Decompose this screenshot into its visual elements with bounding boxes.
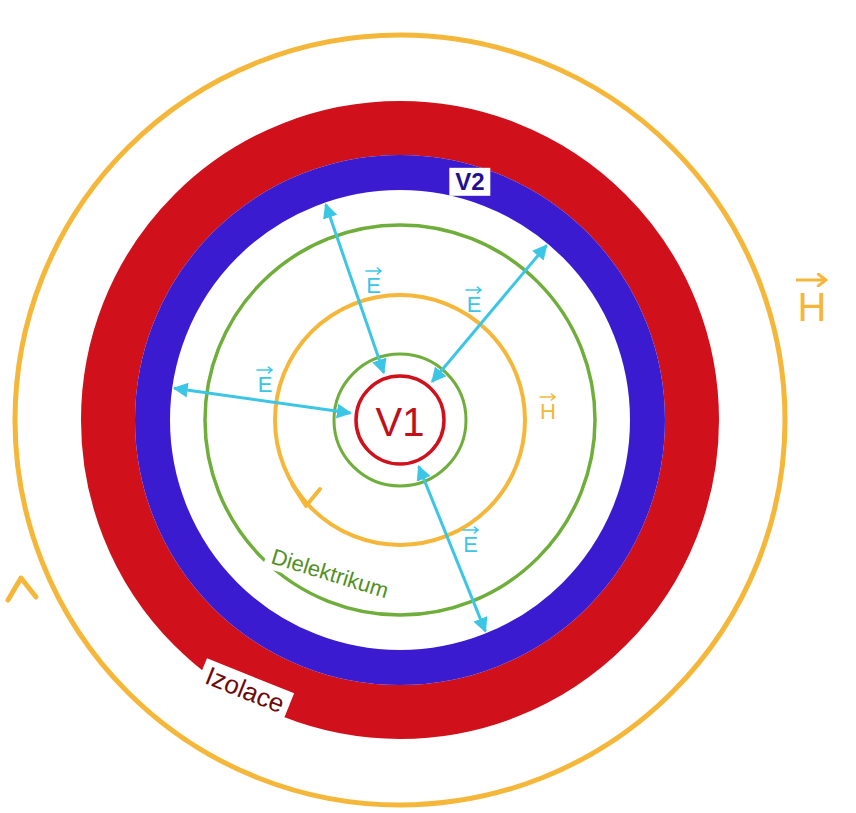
field-label: E bbox=[365, 267, 383, 297]
conductor-label: V1 bbox=[376, 400, 425, 444]
field-label: E bbox=[465, 286, 483, 316]
field-label-text: E bbox=[463, 534, 478, 556]
magnetic-field-line bbox=[275, 295, 525, 545]
field-label: H bbox=[539, 393, 557, 423]
dielectric-outline bbox=[205, 225, 595, 615]
field-label-text: E bbox=[366, 275, 381, 297]
vector-arrow bbox=[256, 366, 274, 374]
electric-field-arrow bbox=[432, 245, 546, 381]
field-label: H bbox=[796, 273, 828, 327]
vector-arrow bbox=[539, 393, 557, 401]
vector-arrow bbox=[796, 273, 828, 287]
outer-conductor: V2Dielektrikum V1 bbox=[135, 155, 665, 685]
ring bbox=[108, 128, 692, 712]
dielectric-label: Dielektrikum bbox=[263, 542, 398, 606]
dielectric-region: Dielektrikum V1 bbox=[170, 190, 630, 650]
inner-conductor: V1 bbox=[352, 372, 448, 468]
dielectric-outline bbox=[334, 354, 466, 486]
field-arrowhead bbox=[8, 578, 36, 600]
ring bbox=[153, 173, 648, 668]
field-label: E bbox=[256, 366, 274, 396]
field-label-text: E bbox=[467, 294, 482, 316]
magnetic-field-line bbox=[15, 35, 785, 805]
field-label-text: E bbox=[258, 374, 273, 396]
field-label: E bbox=[462, 526, 480, 556]
field-label-text: H bbox=[798, 287, 827, 327]
conductor-label: V2 bbox=[449, 168, 490, 196]
electric-field-arrow bbox=[326, 204, 384, 372]
vector-arrow bbox=[465, 286, 483, 294]
vector-arrow bbox=[365, 267, 383, 275]
field-label-text: H bbox=[540, 401, 556, 423]
electric-field-arrow bbox=[419, 466, 486, 631]
insulation-band: IzolaceV2DielektrikumV1 bbox=[81, 101, 719, 739]
vector-arrow bbox=[462, 526, 480, 534]
field-arrowhead bbox=[292, 484, 320, 506]
ring bbox=[356, 376, 444, 464]
